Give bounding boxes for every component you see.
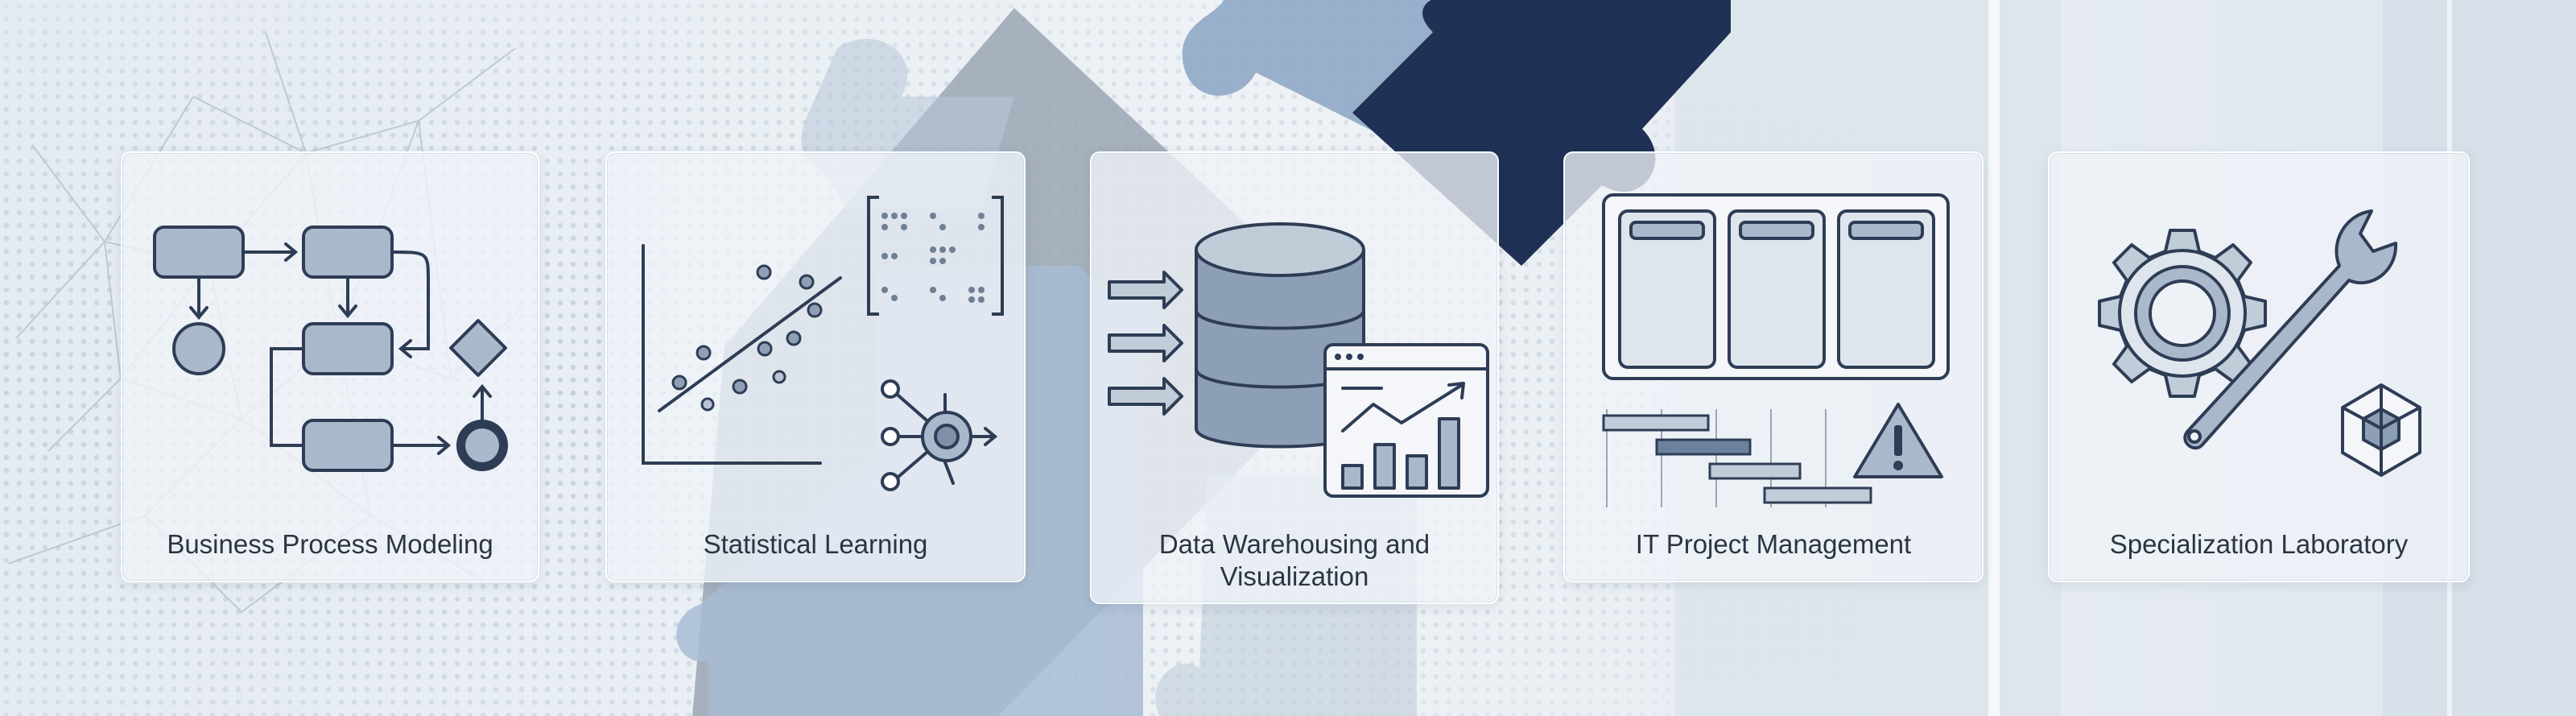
database-chart-icon	[1108, 222, 1489, 498]
course-card-data-warehousing-visualization[interactable]: Data Warehousing and Visualization	[1090, 151, 1499, 604]
course-card-business-process-modeling[interactable]: Business Process Modeling	[121, 151, 539, 582]
course-card-statistical-learning[interactable]: Statistical Learning	[605, 151, 1026, 582]
process-flowchart-icon	[153, 226, 508, 472]
regression-scatter-icon	[642, 196, 1004, 491]
card-title: Statistical Learning	[703, 529, 928, 559]
card-title: Data Warehousing and Visualization	[1158, 529, 1430, 591]
puzzle-piece-navy	[1352, 0, 1731, 266]
card-title: Specialization Laboratory	[2109, 529, 2409, 559]
gear-wrench-icon	[2098, 209, 2421, 477]
course-card-specialization-laboratory[interactable]: Specialization Laboratory	[2048, 151, 2470, 582]
course-card-it-project-management[interactable]: IT Project Management	[1563, 151, 1984, 582]
kanban-gantt-icon	[1602, 193, 1950, 507]
card-title: IT Project Management	[1635, 529, 1912, 559]
card-title: Business Process Modeling	[167, 529, 493, 559]
